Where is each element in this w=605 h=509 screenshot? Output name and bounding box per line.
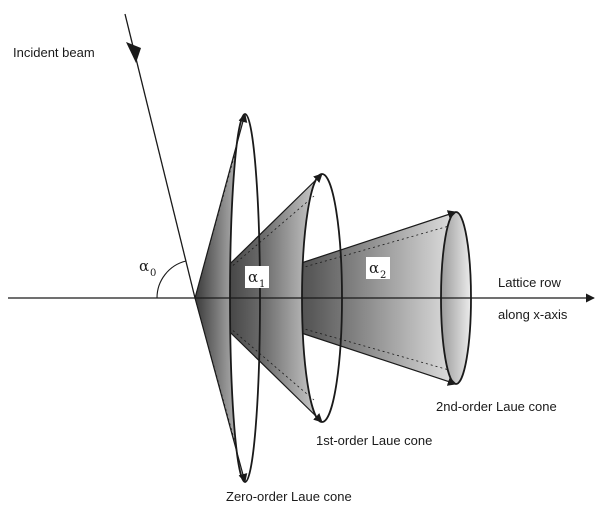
lattice-row-label-line1: Lattice row [498, 275, 561, 290]
incident-beam-ray [124, 13, 196, 299]
alpha1-label-box [245, 266, 269, 288]
alpha0-subscript: 0 [150, 268, 156, 279]
incident-beam-label: Incident beam [13, 45, 95, 60]
alpha1-subscript: 1 [259, 279, 265, 290]
alpha1-symbol: α [248, 268, 258, 286]
incident-beam-arrowhead [126, 42, 141, 63]
zero-order-cone-label: Zero-order Laue cone [226, 489, 352, 504]
alpha0-symbol: α [139, 257, 149, 275]
lattice-row-label-line2: along x-axis [498, 307, 568, 322]
alpha2-subscript: 2 [380, 270, 386, 281]
first-order-cone-label: 1st-order Laue cone [316, 433, 432, 448]
alpha0-angle-arc [156, 260, 187, 299]
second-order-cone-label: 2nd-order Laue cone [436, 399, 557, 414]
alpha2-label-box [366, 257, 390, 279]
alpha2-symbol: α [369, 259, 379, 277]
